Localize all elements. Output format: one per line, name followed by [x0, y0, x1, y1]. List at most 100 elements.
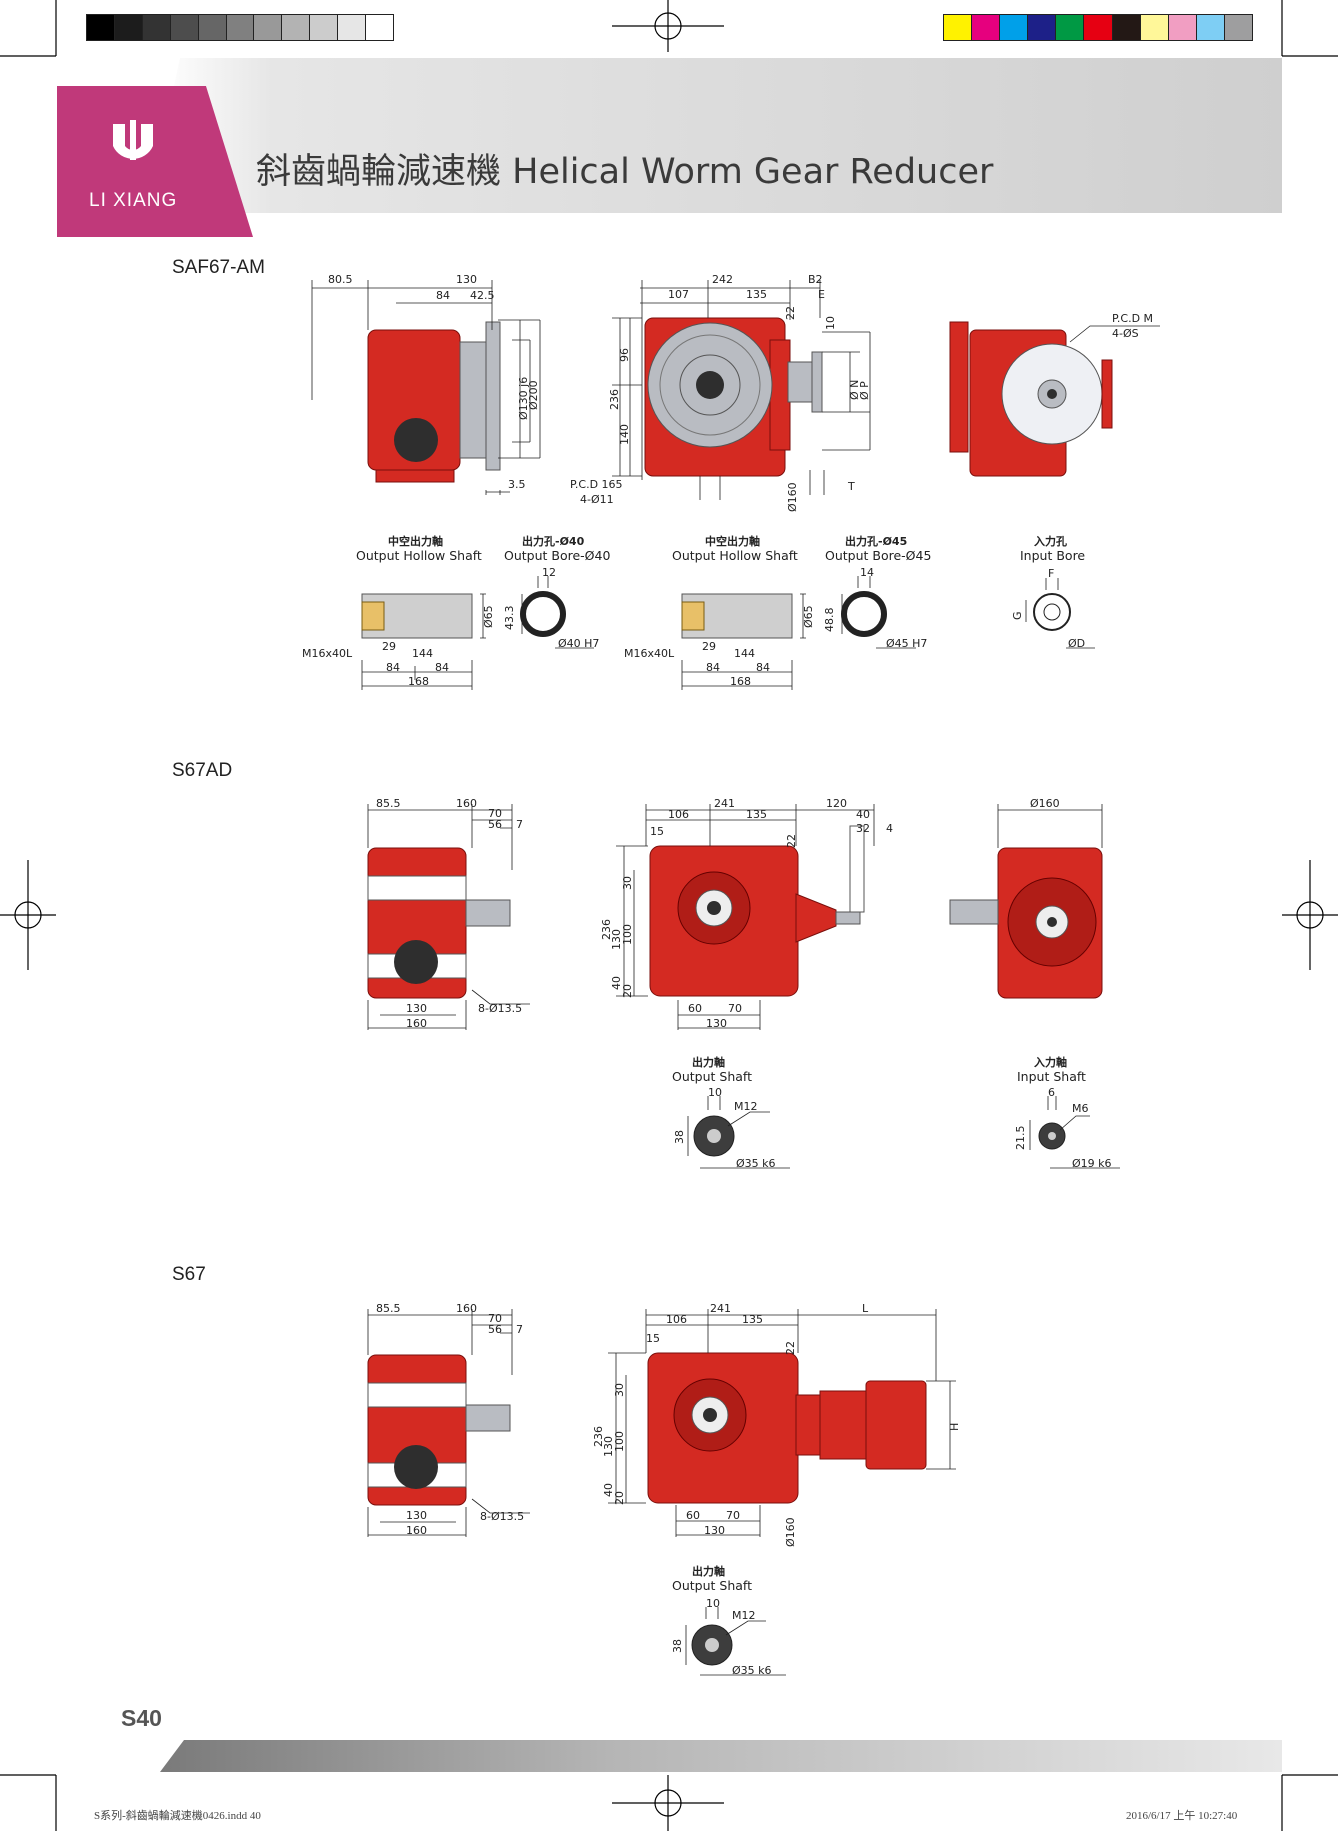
dim: 30	[621, 876, 634, 890]
dim: 160	[406, 1017, 427, 1030]
detail-label-en: Output Hollow Shaft	[356, 548, 482, 563]
detail-label-cn: 中空出力軸	[705, 534, 760, 548]
dim: 40	[602, 1483, 615, 1497]
dim: Ø40 H7	[558, 637, 599, 650]
dim: 84	[706, 661, 720, 674]
dim: 135	[742, 1313, 763, 1326]
dim: 8-Ø13.5	[478, 1002, 522, 1015]
dim: 106	[666, 1313, 687, 1326]
dim: M16x40L	[624, 647, 675, 660]
dim: 160	[456, 797, 477, 810]
detail-label-en: Output Bore-Ø40	[504, 548, 610, 563]
dim: 4-ØS	[1112, 327, 1139, 340]
dim: 130	[602, 1436, 615, 1457]
dim: 160	[406, 1524, 427, 1537]
dim: 48.8	[823, 608, 836, 633]
dim: 160	[456, 1302, 477, 1315]
dim: 100	[621, 924, 634, 945]
dim: 70	[488, 807, 502, 820]
dim: Ø160	[1030, 797, 1060, 810]
dim: 21.5	[1014, 1126, 1027, 1151]
dim: 140	[618, 424, 631, 445]
dim: 85.5	[376, 1302, 401, 1315]
detail-label-en: Output Hollow Shaft	[672, 548, 798, 563]
dim: 84	[435, 661, 449, 674]
footer-filename: S系列-斜齒蝸輪減速機0426.indd 40	[94, 1810, 261, 1822]
dim: 14	[860, 566, 874, 579]
dim: 22	[784, 1341, 797, 1355]
detail-label-en: Input Shaft	[1017, 1069, 1086, 1084]
dim: 236	[608, 389, 621, 410]
page-title: 斜齒蝸輪減速機 Helical Worm Gear Reducer	[256, 152, 994, 192]
dim: 4	[886, 822, 893, 835]
lixiang-logo-icon	[113, 120, 153, 160]
dim: 130	[610, 929, 623, 950]
dim: 15	[646, 1332, 660, 1345]
dim: 29	[702, 640, 716, 653]
dim: 236	[592, 1426, 605, 1447]
dim: 7	[516, 818, 523, 831]
dim: 80.5	[328, 273, 353, 286]
dim: Ø200	[527, 380, 540, 410]
footer-timestamp: 2016/6/17 上午 10:27:40	[1126, 1810, 1238, 1822]
dim: 32	[856, 822, 870, 835]
dim: 168	[730, 675, 751, 688]
header-band	[160, 58, 1282, 213]
output-shaft-detail-s67	[685, 1607, 786, 1676]
footer-band	[160, 1740, 1282, 1772]
dim: 60	[686, 1509, 700, 1522]
color-calibration-strip	[943, 14, 1253, 41]
dim: 22	[784, 306, 797, 320]
brand-name: LI XIANG	[89, 190, 178, 211]
detail-label-en: Output Shaft	[672, 1069, 752, 1084]
dim: 100	[613, 1431, 626, 1452]
dim: 56	[488, 818, 502, 831]
dim: M16x40L	[302, 647, 353, 660]
dim: Ø35 k6	[732, 1664, 772, 1677]
dim: 236	[600, 919, 613, 940]
dim: 241	[714, 797, 735, 810]
dim: 106	[668, 808, 689, 821]
s67-drawing: 85.5 160 70 56 7 130 160 8-Ø13.5 241 L 1…	[367, 1302, 961, 1677]
dim: 4-Ø11	[580, 493, 614, 506]
dim: B2	[808, 273, 823, 286]
saf67-am-drawing: 80.5 130 84 42.5 Ø130 j6 Ø200 3.5 242 10…	[302, 273, 1160, 690]
dim: 10	[708, 1086, 722, 1099]
s67-side-view	[367, 1309, 530, 1537]
detail-label-cn: 入力孔	[1034, 534, 1067, 548]
dim: 130	[406, 1509, 427, 1522]
dim: 10	[706, 1597, 720, 1610]
dim: E	[818, 288, 825, 301]
dim: 84	[386, 661, 400, 674]
dim: F	[1048, 567, 1054, 580]
dim: T	[847, 480, 855, 493]
dim: P.C.D M	[1112, 312, 1153, 325]
dim: Ø19 k6	[1072, 1157, 1112, 1170]
hollow-shaft-detail-1	[361, 593, 486, 690]
dim: 20	[613, 1491, 626, 1505]
registration-mark-right	[1282, 860, 1338, 970]
dim: 120	[826, 797, 847, 810]
dim: 15	[650, 825, 664, 838]
saf67-side-view	[311, 280, 541, 495]
section-title-s67ad: S67AD	[172, 760, 233, 781]
dim: 22	[785, 834, 798, 848]
detail-label-cn: 入力軸	[1034, 1055, 1067, 1069]
input-shaft-detail-s67ad	[1029, 1096, 1120, 1169]
s67ad-front-view	[616, 804, 875, 1030]
s67ad-end-view	[949, 804, 1103, 999]
dim: M12	[734, 1100, 758, 1113]
page-number: S40	[121, 1705, 162, 1731]
dim: Ø35 k6	[736, 1157, 776, 1170]
dim: 130	[704, 1524, 725, 1537]
dim: 144	[412, 647, 433, 660]
dim: L	[862, 1302, 869, 1315]
dim: H	[948, 1423, 961, 1431]
dim: Ø N	[848, 380, 861, 400]
dim: 85.5	[376, 797, 401, 810]
dim: 70	[726, 1509, 740, 1522]
dim: 241	[710, 1302, 731, 1315]
dim: 40	[856, 808, 870, 821]
detail-label-cn: 出力孔-Ø45	[845, 534, 907, 548]
dim: 130	[706, 1017, 727, 1030]
